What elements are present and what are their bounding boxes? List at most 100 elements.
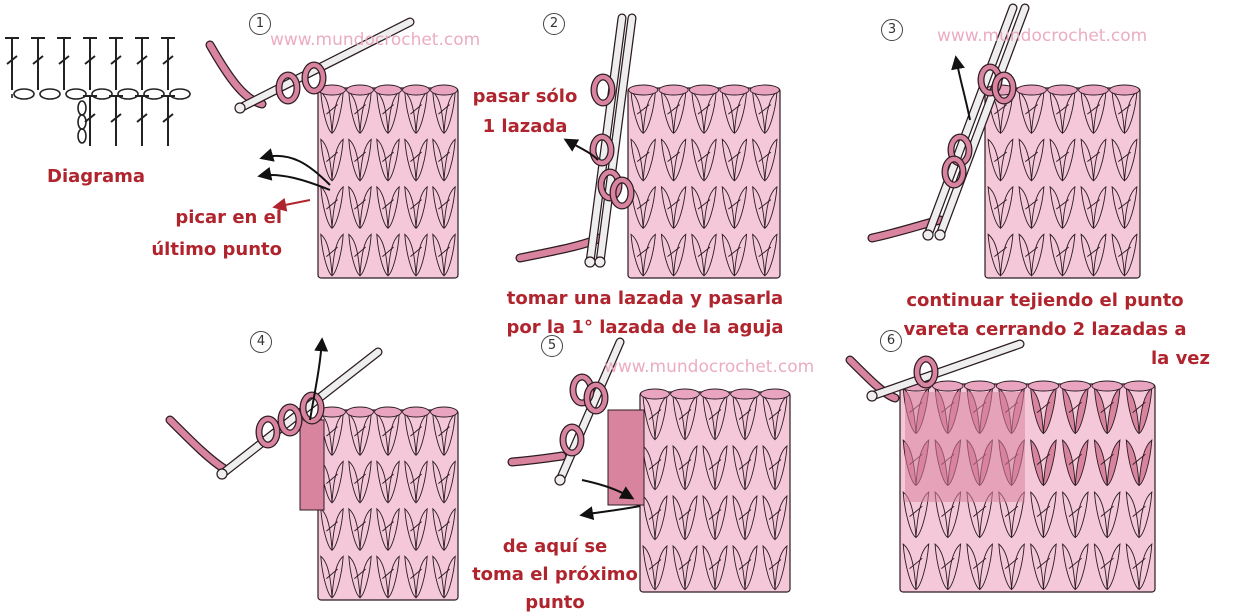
stitch-bar bbox=[326, 104, 338, 115]
stitch-loop bbox=[443, 460, 456, 504]
step-number-5: 5 bbox=[541, 335, 563, 357]
yarn-loop bbox=[256, 416, 280, 448]
watermark: www.mundocrochet.com bbox=[937, 26, 1148, 46]
stitch-loop bbox=[331, 185, 344, 229]
arrow-icon bbox=[951, 55, 971, 121]
stitch-loop bbox=[714, 545, 728, 591]
stitch-loop bbox=[1123, 185, 1138, 229]
stitch-bar bbox=[636, 246, 650, 257]
stitch-bar bbox=[438, 104, 450, 115]
stitch-loop bbox=[684, 445, 698, 491]
stitch-bar bbox=[1056, 151, 1069, 162]
step2-caption-line3: tomar una lazada y pasarla bbox=[506, 288, 784, 309]
pointer-arrow-icon bbox=[272, 197, 311, 212]
stitch-loop bbox=[415, 90, 428, 134]
stitch-loop bbox=[331, 460, 344, 504]
step3-caption-line1: continuar tejiendo el punto bbox=[906, 290, 1184, 311]
stitch-bar bbox=[1100, 505, 1114, 517]
stitch-bar bbox=[382, 104, 394, 115]
stitch-bar bbox=[728, 199, 741, 210]
stitch-loop bbox=[359, 460, 372, 504]
chain-symbol bbox=[91, 88, 113, 100]
stitch-loop bbox=[744, 495, 758, 541]
stitch-loop bbox=[764, 138, 778, 182]
stitch-bar bbox=[438, 199, 450, 210]
stitch-loop bbox=[744, 395, 758, 441]
stitch-bar bbox=[1100, 401, 1114, 413]
stitch-loop bbox=[1123, 233, 1138, 277]
stitch-loop bbox=[774, 395, 788, 441]
stitch-loop bbox=[1042, 439, 1057, 487]
yarn-loop bbox=[591, 74, 615, 106]
stitch-bar bbox=[382, 151, 394, 162]
stitch-bar bbox=[667, 151, 680, 162]
chain-loop bbox=[374, 406, 402, 418]
stitch-loop bbox=[359, 90, 372, 134]
stitch-bar bbox=[438, 521, 450, 532]
stitch-bar bbox=[326, 473, 338, 484]
stitch-bar bbox=[354, 199, 366, 210]
stitch-loop bbox=[1074, 543, 1089, 591]
yarn-loop bbox=[560, 424, 584, 456]
stitch-loop bbox=[1042, 387, 1057, 435]
stitch-bar bbox=[667, 246, 680, 257]
chain-symbol bbox=[117, 88, 139, 100]
stitch-bar bbox=[354, 104, 366, 115]
stitch-bar bbox=[667, 199, 680, 210]
stitch-loop bbox=[673, 90, 687, 134]
stitch-loop bbox=[359, 233, 372, 277]
stitch-bar bbox=[382, 246, 394, 257]
stitch-loop bbox=[1042, 491, 1057, 539]
chain-loop bbox=[1047, 84, 1078, 96]
step5-caption-line1: de aquí se bbox=[502, 536, 608, 557]
stitch-loop bbox=[415, 555, 428, 599]
stitch-bar bbox=[438, 426, 450, 437]
yarn-step1 bbox=[205, 40, 267, 109]
stitch-loop bbox=[1106, 543, 1121, 591]
stitch-loop bbox=[774, 445, 788, 491]
stitch-loop bbox=[1061, 185, 1076, 229]
stitch-loop bbox=[703, 233, 717, 277]
swatch-step5 bbox=[639, 388, 791, 593]
stitch-bar bbox=[648, 559, 662, 570]
stitch-loop bbox=[1106, 491, 1121, 539]
stitch-loop bbox=[999, 138, 1014, 182]
step-number-6: 6 bbox=[880, 330, 902, 352]
loops-step2-top bbox=[590, 73, 616, 107]
stitch-bar bbox=[354, 426, 366, 437]
chain-loop bbox=[658, 84, 689, 96]
stitch-bar bbox=[697, 246, 711, 257]
loops-step2-low bbox=[597, 168, 635, 210]
stitch-bar bbox=[410, 199, 422, 210]
stitch-loop bbox=[764, 233, 778, 277]
stitch-loop bbox=[1030, 90, 1045, 134]
chain-loop bbox=[1123, 380, 1155, 392]
stitch-bar bbox=[1056, 246, 1069, 257]
stitch-loop bbox=[1092, 185, 1107, 229]
yarn bbox=[206, 41, 266, 108]
stitch-loop bbox=[654, 445, 668, 491]
step1-caption-line2: último punto bbox=[151, 239, 282, 260]
chain-loop bbox=[430, 84, 458, 96]
stitch-loop bbox=[774, 495, 788, 541]
yarn-step5 bbox=[507, 451, 567, 467]
stitch-bar bbox=[1132, 557, 1146, 569]
chain-symbol bbox=[13, 88, 35, 100]
stitch-loop bbox=[654, 495, 668, 541]
stitch-bar bbox=[697, 151, 711, 162]
stitch-bar bbox=[994, 151, 1007, 162]
stitch-loop bbox=[1138, 543, 1153, 591]
swatch-step4 bbox=[317, 406, 459, 601]
hook-tip bbox=[922, 229, 934, 241]
stitch-bar bbox=[1068, 453, 1082, 465]
chain-loop bbox=[402, 84, 430, 96]
stitch-loop bbox=[415, 138, 428, 182]
stitch-bar bbox=[648, 459, 662, 470]
stitch-bar bbox=[728, 151, 741, 162]
stitch-bar bbox=[758, 104, 772, 115]
stitch-loop bbox=[684, 545, 698, 591]
loops-step3-top bbox=[977, 63, 1017, 105]
chain-loop bbox=[346, 84, 374, 96]
stitch-bar bbox=[768, 459, 782, 470]
stitch-bar bbox=[326, 568, 338, 579]
